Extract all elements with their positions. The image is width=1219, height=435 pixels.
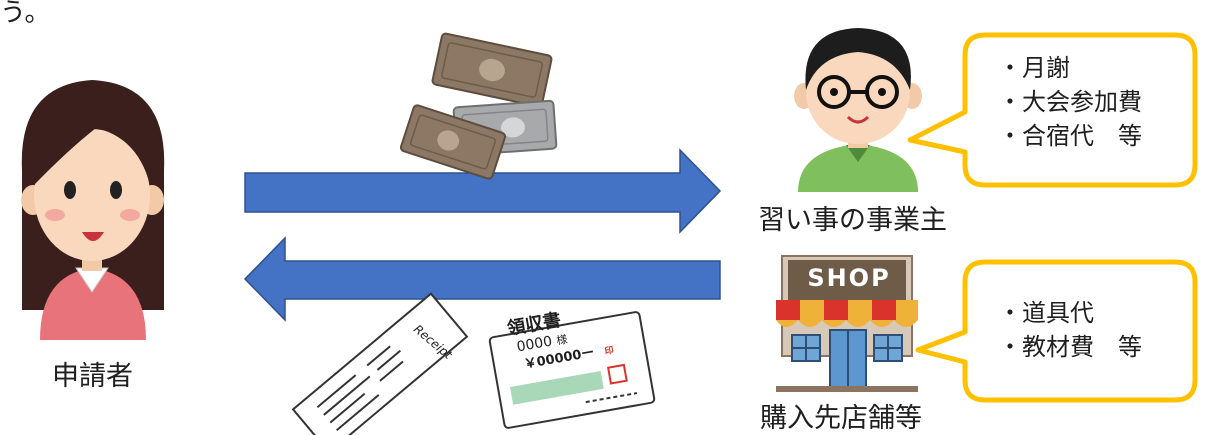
instructor-label: 習い事の事業主: [758, 205, 947, 236]
receipt-icon: [291, 292, 469, 435]
applicant-label: 申請者: [52, 361, 133, 392]
instructor-speech-bubble: [907, 32, 1198, 188]
applicant-illustration: [21, 80, 165, 340]
shop-sign-text: SHOP: [807, 264, 891, 292]
instructor-illustration: [794, 28, 922, 192]
ryoshusho-stamp: 印: [604, 345, 615, 358]
shop-label: 購入先店舗等: [760, 403, 922, 434]
ryoshusho-honorific: 様: [555, 332, 569, 348]
fee-item-monthly: ・月謝: [998, 54, 1070, 82]
shop-speech-bubble: [915, 259, 1198, 403]
fee-item-materials: ・教材費 等: [998, 333, 1142, 361]
fee-item-tournament: ・大会参加費: [998, 88, 1142, 116]
shop-illustration: [776, 255, 918, 392]
top-text-fragment: う。: [0, 0, 51, 28]
shop-fee-list: ・道具代 ・教材費 等: [998, 296, 1142, 364]
ryoshusho-receipt-card: [488, 311, 656, 429]
payment-arrow-right: [244, 148, 722, 234]
fee-item-camp: ・合宿代 等: [998, 122, 1142, 150]
instructor-fee-list: ・月謝 ・大会参加費 ・合宿代 等: [998, 51, 1142, 153]
fee-item-tools: ・道具代: [998, 299, 1094, 327]
receipt-arrow-left: [243, 236, 721, 322]
banknotes-icon: [399, 32, 558, 180]
